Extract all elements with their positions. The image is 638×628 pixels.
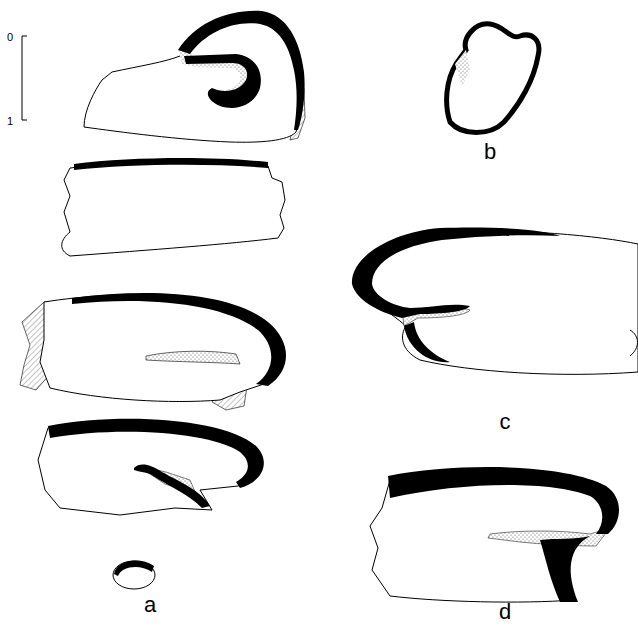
panel-letter: a [144,594,156,616]
enamel-band [404,322,450,362]
enamel-band [114,560,154,576]
section-a3 [20,293,286,410]
scale-value: 0 [7,32,13,43]
scale-bar [22,36,27,120]
panel-letter: b [484,141,496,163]
section-a5 [113,560,155,589]
enamel-fold [184,54,261,108]
panel-letter: c [500,411,511,433]
section-a4 [38,419,264,515]
cement [455,50,470,86]
enamel-band [388,467,619,534]
panel-letter: d [499,601,511,623]
enamel-fold [134,465,210,508]
enamel-band [178,11,305,130]
section-d [370,467,619,602]
scale-line [22,36,27,120]
enamel-outline [447,24,539,133]
section-c [352,227,638,374]
dentine-outline [113,561,155,589]
section-b [447,24,539,133]
enamel-band [352,227,560,318]
enamel-band [540,536,590,602]
section-a2 [62,158,285,256]
enamel-band [74,158,268,170]
scale-value: 1 [7,116,13,127]
section-a1 [84,11,305,142]
enamel-band [72,293,286,386]
edge-outline [630,330,638,356]
cement-groove [146,351,240,364]
dentine-outline [357,231,638,374]
dentine-outline [62,162,285,256]
